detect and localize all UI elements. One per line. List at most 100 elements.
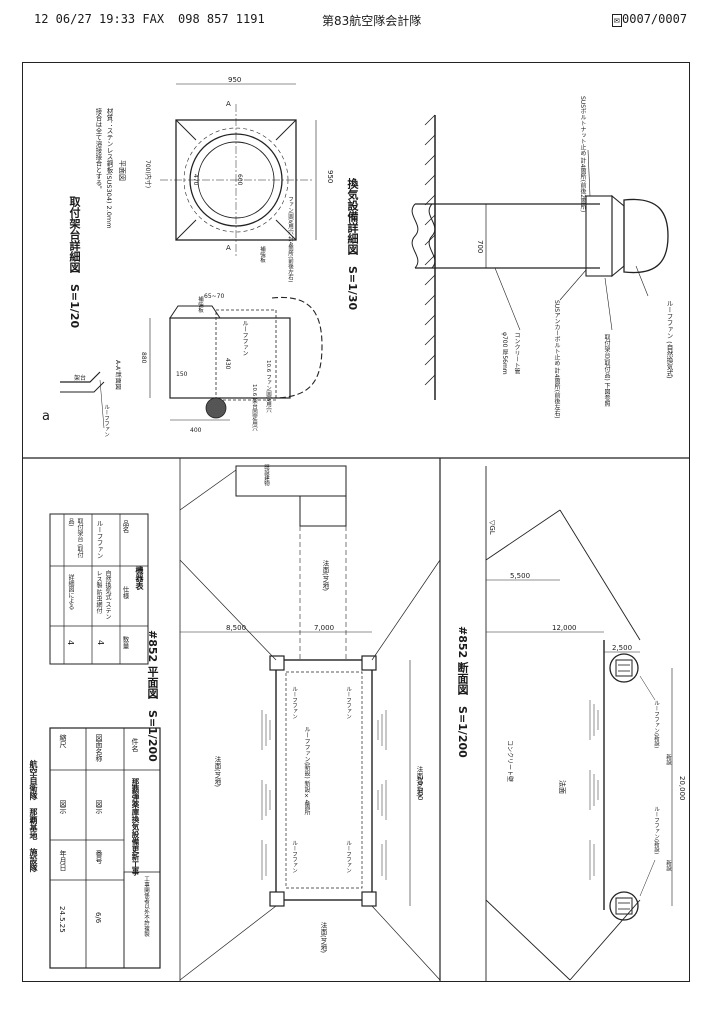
detail-a-fan-label: ルーフファン <box>103 404 109 437</box>
roof-fan-shape <box>623 198 669 274</box>
plan-fan-markers <box>269 655 377 907</box>
plan-fan-label-d: ルーフファン <box>345 840 351 873</box>
svg-text:5,500: 5,500 <box>510 572 530 580</box>
svg-text:150: 150 <box>176 371 188 378</box>
drawing-frame <box>22 62 690 982</box>
svg-text:470: 470 <box>192 174 199 186</box>
ventilation-detail-title: 換気設備詳細図 S=1/30 <box>346 178 359 311</box>
section-fan-top-label: ルーフファン(新設) <box>653 700 659 749</box>
svg-text:950: 950 <box>228 76 241 84</box>
title-block-note: 工事関係者以外不許複製 <box>143 876 149 937</box>
plan-slope-label-right: 法面(芝地) <box>415 766 423 798</box>
pipe-spec-label: φ700 厚56mm <box>501 332 508 375</box>
title-block-scale-label: 縮尺 <box>59 734 67 748</box>
reinforcement-label: 補強板 <box>259 246 265 263</box>
section-plate-label: 補強板 <box>197 296 203 313</box>
bolt-label: SUSボルトナット止め 計4箇所(前後2箇所) <box>579 96 586 213</box>
table-row-2-spec: 詳細図による <box>67 574 74 610</box>
title-block-drawing-name: 図示 <box>95 800 103 814</box>
ventilation-detail-drawing: 700 <box>411 114 669 400</box>
section-new-label-b: 新設 <box>665 860 671 871</box>
svg-text:法面: 法面 <box>558 780 567 794</box>
title-block-drawing-name-label: 図面名称 <box>95 734 103 762</box>
plan-fan-center-label: ルーフファン(新設) 新設×4箇所 <box>303 726 310 816</box>
plan-slope-label: 法面(芝地) <box>321 560 329 592</box>
site-section-drawing: 5,500 12,000 2,500 20,000 ▽GL コンクリート壁 法面 <box>485 466 686 982</box>
fax-icon: ✉ <box>612 14 623 27</box>
svg-text:2,500: 2,500 <box>612 644 632 652</box>
plan-fan-label-b: ルーフファン <box>345 686 351 719</box>
anchor-bolt-label: SUSアンカーボルト止め 計4箇所(前後左右) <box>553 300 560 419</box>
fax-datetime: 12 06/27 19:33 FAX <box>34 12 165 26</box>
svg-text:430: 430 <box>224 358 231 370</box>
svg-text:架台: 架台 <box>74 374 86 382</box>
svg-text:65~70: 65~70 <box>204 293 224 300</box>
title-block-subject: 那覇弾薬庫換気設備更新工事 <box>131 778 140 876</box>
mount-detail-title: 取付架台詳細図 S=1/20 <box>68 196 81 329</box>
section-new-label-a: 新設 <box>665 754 671 765</box>
equipment-table-title: 機器表 <box>135 566 144 590</box>
section-fan-label: ルーフファン <box>241 320 248 356</box>
svg-text:600: 600 <box>236 174 243 186</box>
mount-section-view: 400 880 430 150 65~70 A-A'断面図 a 架台 <box>42 293 323 434</box>
svg-text:8,500: 8,500 <box>226 624 246 632</box>
svg-text:▽GL: ▽GL <box>488 520 496 535</box>
section-fan-top <box>609 653 639 683</box>
svg-text:A: A <box>226 244 231 252</box>
svg-text:20,000: 20,000 <box>416 776 424 801</box>
plan-slope-label-bottom: 法面(芝地) <box>319 922 327 954</box>
mount-ref-label: 取付架台(取付品) 下図参照 <box>603 334 610 407</box>
mount-hole-label: 10.6 架台固定用穴 <box>251 384 257 431</box>
plan-fan-label-c: ルーフファン <box>291 840 297 873</box>
title-block-office: 航空自衛隊 那覇基地 施設隊 <box>29 760 38 872</box>
fax-sender: 第83航空隊会計隊 <box>322 14 422 28</box>
roof-fan-label: ルーフファン (自然換気式) <box>665 300 673 379</box>
svg-text:400: 400 <box>190 427 202 434</box>
table-header-spec: 仕様 <box>121 586 129 599</box>
mount-plan-view: 950 950 600 470 700(内寸) A A 平面図 <box>118 76 334 256</box>
svg-text:7,000: 7,000 <box>314 624 334 632</box>
svg-text:a: a <box>42 409 50 424</box>
fax-page-counter: ✉0007/0007 <box>612 12 688 27</box>
fan-holes-label: ファン固定用穴 計4箇所(前後左右) <box>287 196 293 283</box>
svg-text:700(内寸): 700(内寸) <box>144 160 152 188</box>
title-block-date: 24.5.25 <box>58 906 66 933</box>
svg-text:A: A <box>226 100 231 108</box>
fan-hole-label: 10.6 ファン固定用穴 <box>265 360 271 413</box>
equipment-table <box>49 513 149 665</box>
material-notes: 材質：ステンレス鋼板(SUS304) 2.0mm 接合は全て溶接接合とする。 <box>94 108 113 229</box>
svg-text:950: 950 <box>326 170 334 183</box>
svg-text:700: 700 <box>476 240 484 253</box>
title-block-grid <box>49 727 161 969</box>
title-block-scale: 図示 <box>59 800 67 814</box>
table-header-name: 品名 <box>121 520 129 533</box>
title-block-number: 6/6 <box>94 912 102 924</box>
table-header-qty: 数量 <box>121 636 129 649</box>
fax-header: 12 06/27 19:33 FAX 098 857 1191 第83航空隊会計… <box>0 8 724 30</box>
svg-text:20,000: 20,000 <box>678 776 686 801</box>
svg-text:平面図: 平面図 <box>118 160 126 181</box>
svg-text:A-A'断面図: A-A'断面図 <box>114 360 122 390</box>
section-fan-bottom-label: ルーフファン(新設) <box>653 806 659 855</box>
title-block-number-label: 番号 <box>95 850 103 864</box>
svg-text:12,000: 12,000 <box>552 624 577 632</box>
svg-text:880: 880 <box>140 352 147 364</box>
title-block-subject-label: 件名 <box>131 738 139 752</box>
title-block-date-label: 年月日 <box>59 850 67 871</box>
concrete-pipe-label: コンクリート管 <box>513 332 520 374</box>
table-row-2-name: 取付架台 (取付品) <box>67 518 83 559</box>
table-row-2-qty: 4 <box>66 640 75 646</box>
existing-building-label: 既設建物 <box>263 464 269 486</box>
section-fan-bottom <box>609 891 639 921</box>
svg-text:コンクリート壁: コンクリート壁 <box>506 740 514 782</box>
fax-number: 098 857 1191 <box>178 12 265 26</box>
table-row-1-qty: 4 <box>96 640 105 646</box>
table-row-1-spec: 自然換気式 ステンレス製 防虫網付 <box>95 570 111 620</box>
plan-slope-label-left: 法面(芝地) <box>213 756 221 788</box>
plan-title: #852 平面図 S=1/200 <box>146 630 159 762</box>
plan-fan-label-a: ルーフファン <box>291 686 297 719</box>
section-title: #852 断面図 S=1/200 <box>456 626 469 758</box>
site-plan-drawing: 8,500 7,000 20,000 <box>179 465 441 981</box>
